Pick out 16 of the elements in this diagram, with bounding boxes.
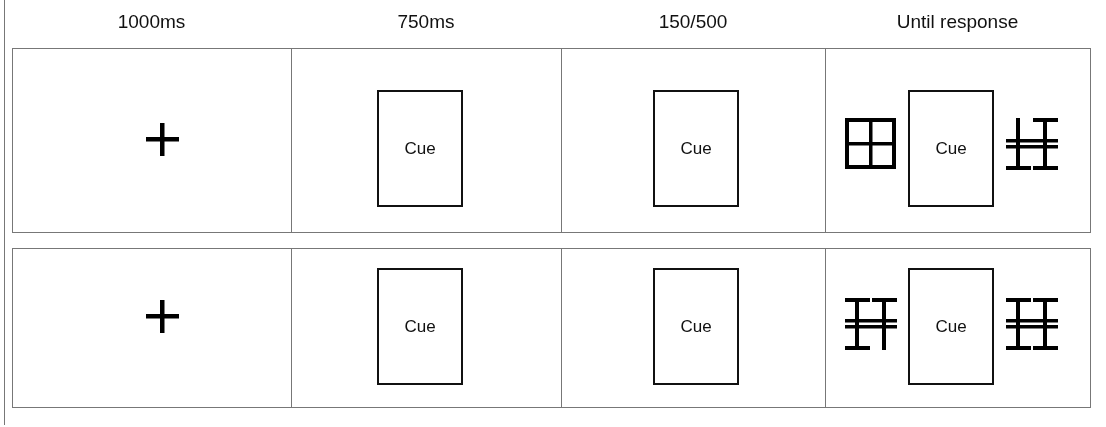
cue-text: Cue bbox=[404, 138, 436, 159]
cue-text: Cue bbox=[680, 138, 712, 159]
column-heading: 750ms bbox=[397, 11, 455, 33]
column-heading: Until response bbox=[896, 11, 1019, 33]
cue-box bbox=[377, 268, 463, 385]
cue-text: Cue bbox=[680, 316, 712, 337]
cue-text: Cue bbox=[935, 316, 967, 337]
cue-text: Cue bbox=[404, 316, 436, 337]
cue-box bbox=[653, 268, 739, 385]
column-heading: 150/500 bbox=[658, 11, 728, 33]
cue-box bbox=[908, 90, 994, 207]
cue-box bbox=[908, 268, 994, 385]
cue-text: Cue bbox=[935, 138, 967, 159]
cue-box bbox=[653, 90, 739, 207]
cue-box bbox=[377, 90, 463, 207]
column-heading: 1000ms bbox=[117, 11, 186, 33]
